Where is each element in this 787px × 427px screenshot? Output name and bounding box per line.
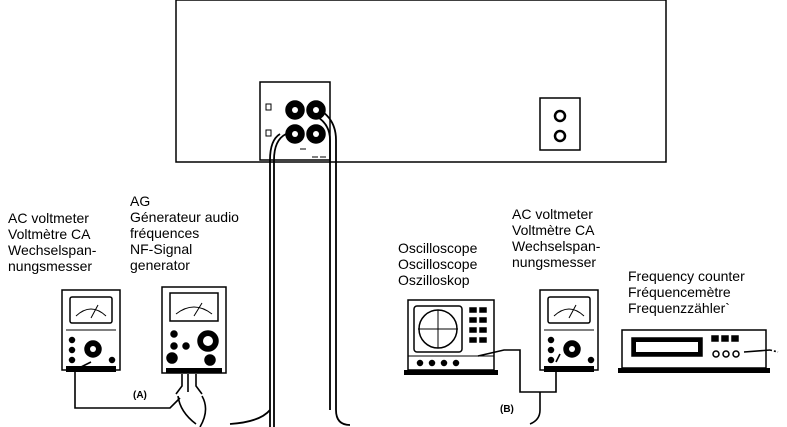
ac-voltmeter-left-label: AC voltmeter Voltmètre CA Wechselspan- n… [8, 210, 96, 274]
connection-a-label: (A) [133, 390, 147, 401]
label-line: Oscilloscope [398, 240, 478, 256]
label-line: NF-Signal [130, 241, 193, 257]
label-line: AC voltmeter [8, 210, 89, 226]
frequency-counter [618, 329, 770, 373]
label-line: Frequenzzähler` [628, 300, 730, 316]
label-line: nungsmesser [8, 258, 93, 274]
label-line: Wechselspan- [512, 238, 601, 254]
label-line: Fréquencemètre [628, 284, 731, 300]
connection-a [74, 361, 207, 427]
label-line: generator [130, 257, 190, 273]
audio-generator [161, 286, 227, 374]
connection-b-label: (B) [500, 404, 514, 415]
main-unit [175, 0, 667, 163]
oscilloscope-label: Oscilloscope Oscilloscope Oszilloskop [398, 240, 477, 288]
input-cable [229, 133, 287, 427]
ac-voltmeter-right [539, 289, 599, 372]
label-line: Génerateur audio [130, 209, 239, 225]
label-line: Oscilloscope [398, 256, 478, 272]
oscilloscope [404, 299, 498, 375]
label-line: nungsmesser [512, 254, 597, 270]
frequency-counter-label: Frequency counter Fréquencemètre Frequen… [628, 268, 745, 316]
ac-voltmeter-left [61, 289, 121, 372]
label-line: Oszilloskop [398, 272, 470, 288]
label-line: Wechselspan- [8, 242, 97, 258]
label-line: Frequency counter [628, 268, 745, 284]
label-line: Voltmètre CA [512, 222, 595, 238]
connection-b [477, 349, 779, 425]
output-cable [315, 109, 351, 426]
label-line: fréquences [130, 225, 200, 241]
ac-voltmeter-right-label: AC voltmeter Voltmètre CA Wechselspan- n… [512, 206, 600, 270]
label-line: AG [130, 193, 151, 209]
label-line: AC voltmeter [512, 206, 593, 222]
audio-generator-label: AG Génerateur audio fréquences NF-Signal… [130, 193, 239, 273]
label-line: Voltmètre CA [8, 226, 91, 242]
